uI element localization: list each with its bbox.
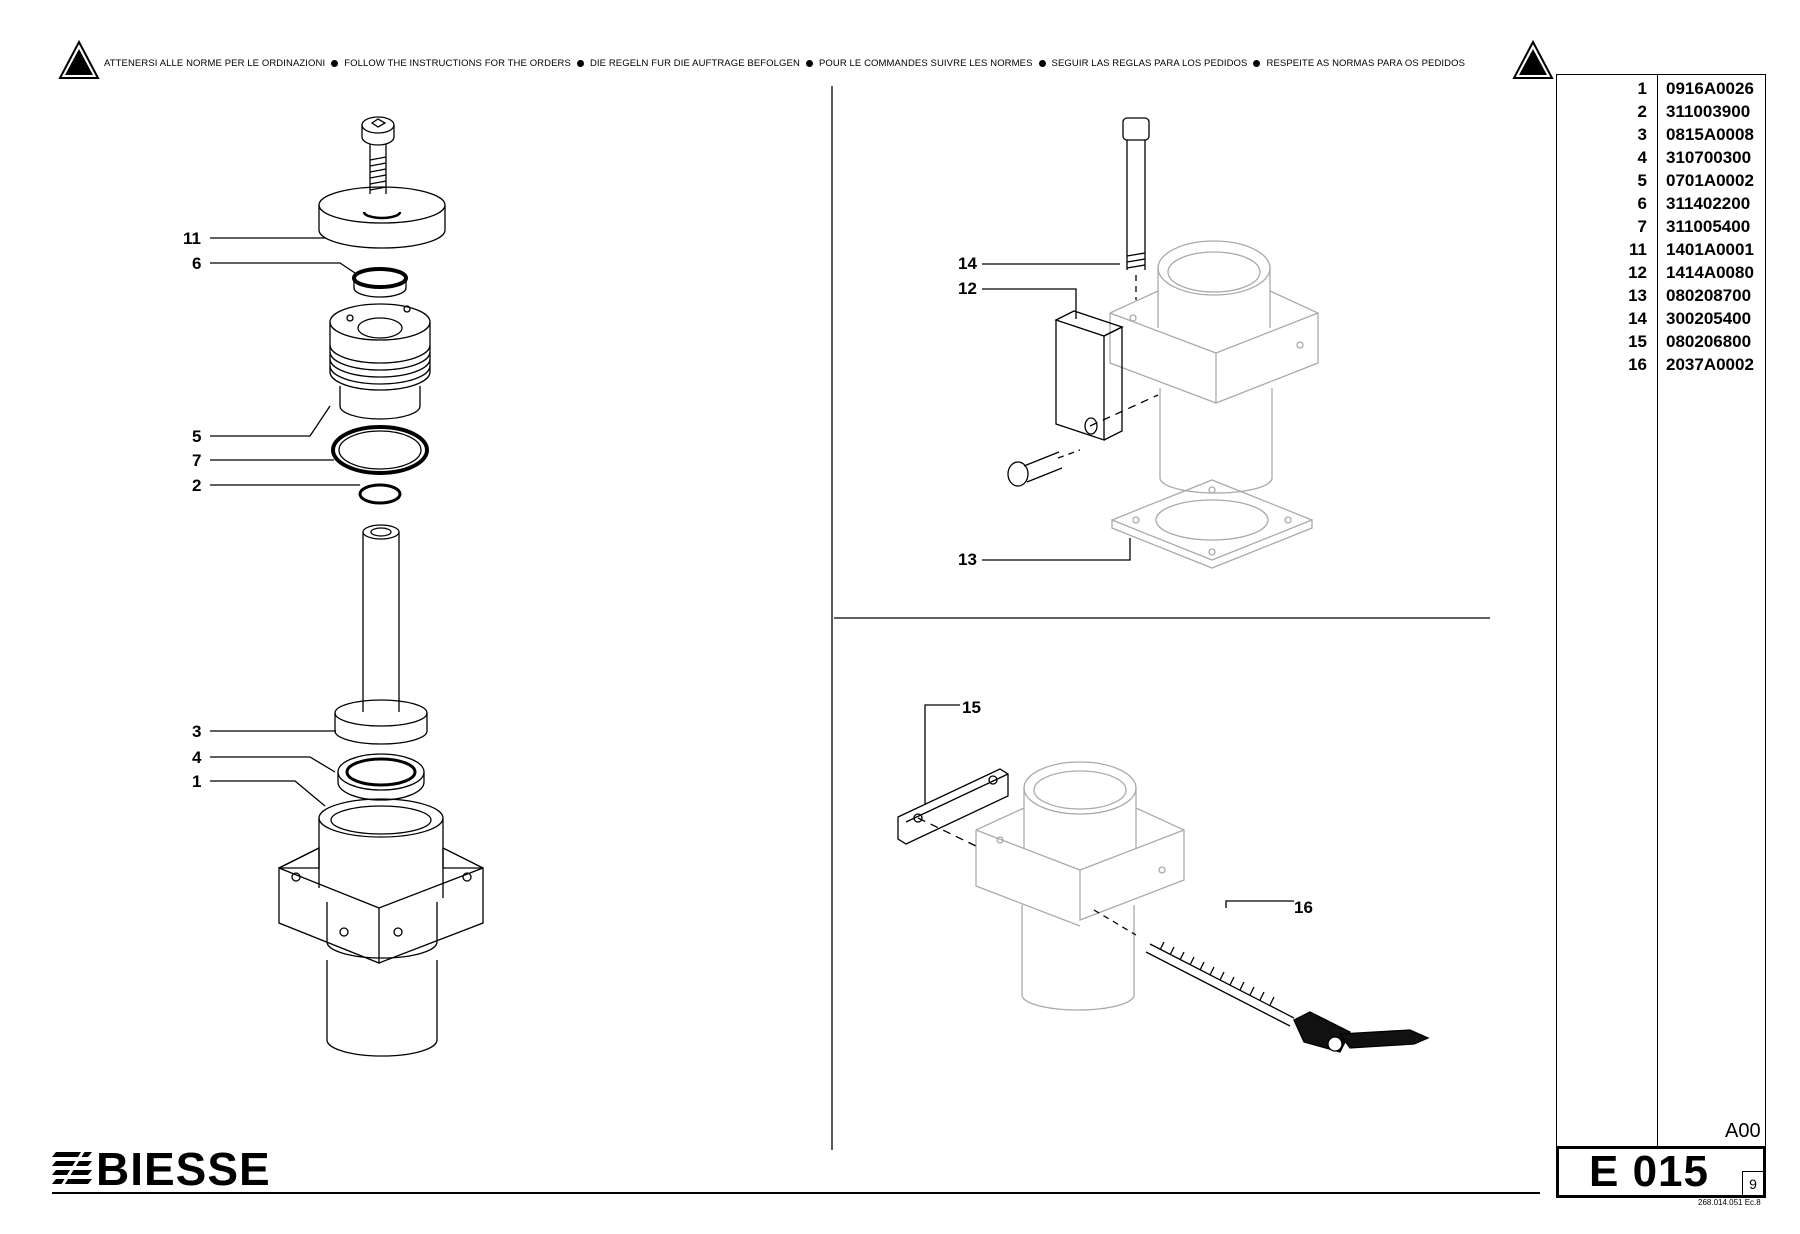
parts-row: 6 311402200 (1557, 192, 1765, 215)
part-code: 0815A0008 (1666, 125, 1754, 144)
notice-it: ATTENERSI ALLE NORME PER LE ORDINAZIONI (104, 58, 326, 69)
part-code: 311402200 (1666, 194, 1751, 213)
warning-triangle-icon (1512, 40, 1554, 79)
notice-es: SEGUIR LAS REGLAS PARA LOS PEDIDOS (1051, 58, 1248, 69)
part-code: 311005400 (1666, 217, 1751, 236)
part-code: 1414A0080 (1666, 263, 1754, 282)
parts-row: 14 300205400 (1557, 307, 1765, 330)
part-number: 12 (1628, 263, 1647, 282)
parts-row: 4 310700300 (1557, 146, 1765, 169)
part-number: 1 (1637, 79, 1647, 98)
part-code: 1401A0001 (1666, 240, 1754, 259)
parts-row: 13 080208700 (1557, 284, 1765, 307)
parts-row: 2 311003900 (1557, 100, 1765, 123)
part-number: 14 (1628, 309, 1647, 328)
callout-15: 15 (962, 698, 981, 717)
notice-fr: POUR LE COMMANDES SUIVRE LES NORMES (818, 58, 1033, 69)
left-assembly (210, 116, 484, 1057)
parts-row: 3 0815A0008 (1557, 123, 1765, 146)
callout-11: 11 (183, 229, 201, 248)
part-number: 3 (1637, 125, 1647, 144)
part-code: 0916A0026 (1666, 79, 1754, 98)
top-right-assembly (982, 117, 1319, 569)
parts-row: 11 1401A0001 (1557, 238, 1765, 261)
part-code: 311003900 (1666, 102, 1751, 121)
notice-en: FOLLOW THE INSTRUCTIONS FOR THE ORDERS (344, 58, 571, 69)
parts-row: 1 0916A0026 (1557, 77, 1765, 100)
callout-13: 13 (958, 550, 977, 569)
warning-triangle-icon (58, 40, 100, 79)
part-code: 300205400 (1666, 309, 1752, 328)
biesse-stripes-icon (52, 1149, 92, 1187)
part-number: 15 (1628, 332, 1647, 351)
part-number: 2 (1637, 102, 1647, 121)
part-number: 13 (1628, 286, 1647, 305)
revision-label: A00 (1725, 1120, 1761, 1142)
bottom-right-assembly (897, 704, 1430, 1053)
part-number: 4 (1637, 148, 1647, 167)
callout-5: 5 (192, 427, 202, 446)
part-number: 7 (1637, 217, 1647, 236)
header-notice-bar: ATTENERSI ALLE NORME PER LE ORDINAZIONI F… (58, 40, 1558, 90)
part-number: 11 (1629, 240, 1647, 259)
table-code-box: E 015 9 (1556, 1146, 1766, 1198)
part-code: 2037A0002 (1666, 355, 1754, 374)
part-number: 6 (1637, 194, 1647, 213)
callout-16: 16 (1294, 898, 1313, 917)
parts-row: 16 2037A0002 (1557, 353, 1765, 376)
callout-6: 6 (192, 254, 202, 273)
order-instructions: ATTENERSI ALLE NORME PER LE ORDINAZIONI F… (104, 58, 1465, 69)
sheet-number: 9 (1742, 1171, 1763, 1196)
bottom-rule (52, 1192, 1540, 1194)
part-code: 0701A0002 (1666, 171, 1754, 190)
parts-row: 15 080206800 (1557, 330, 1765, 353)
callout-12: 12 (958, 279, 977, 298)
parts-row: 7 311005400 (1557, 215, 1765, 238)
callout-14: 14 (958, 254, 977, 273)
part-code: 310700300 (1666, 148, 1752, 167)
callout-2: 2 (192, 476, 202, 495)
part-code: 080208700 (1666, 286, 1752, 305)
callout-3: 3 (192, 722, 202, 741)
parts-row: 12 1414A0080 (1557, 261, 1765, 284)
part-number: 5 (1637, 171, 1647, 190)
parts-row: 5 0701A0002 (1557, 169, 1765, 192)
brand-name: BIESSE (96, 1143, 271, 1195)
callout-4: 4 (192, 748, 202, 767)
callout-1: 1 (192, 772, 202, 791)
notice-de: DIE REGELN FUR DIE AUFTRAGE BEFOLGEN (589, 58, 800, 69)
table-code: E 015 (1589, 1147, 1709, 1196)
parts-list-panel: 1 0916A0026 2 311003900 3 0815A0008 4 310700… (1556, 74, 1766, 1149)
part-number: 16 (1628, 355, 1647, 374)
callout-7: 7 (192, 451, 202, 470)
document-number: 268.014.051 Ec.8 (1698, 1198, 1761, 1207)
part-code: 080206800 (1666, 332, 1752, 351)
notice-pt: RESPEITE AS NORMAS PARA OS PEDIDOS (1266, 58, 1466, 69)
